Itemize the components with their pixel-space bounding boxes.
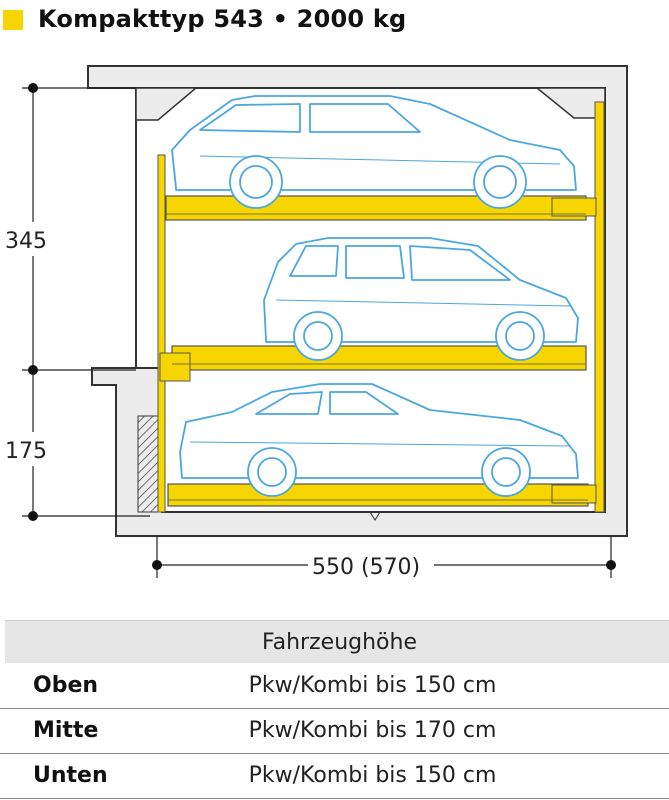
right-post [594,101,605,513]
ceiling-haunch-left [135,87,199,121]
table-row: Mitte Pkw/Kombi bis 170 cm [0,709,669,754]
car-wagon-top [171,95,577,209]
dim-label-upper: 345 [5,229,47,254]
platform-bottom [167,483,597,507]
header: Kompakttyp 543 • 2000 kg [0,0,669,40]
table-header: Fahrzeughöhe [5,620,669,663]
row-value: Pkw/Kombi bis 170 cm [248,718,497,743]
table-header-label: Fahrzeughöhe [262,630,417,655]
row-value: Pkw/Kombi bis 150 cm [248,673,497,698]
row-value: Pkw/Kombi bis 150 cm [248,763,497,788]
dim-label-width: 550 (570) [312,555,420,580]
accent-square [3,10,23,30]
car-compact-middle [263,237,579,361]
table-row: Oben Pkw/Kombi bis 150 cm [0,664,669,709]
table-row: Unten Pkw/Kombi bis 150 cm [0,754,669,799]
page-title: Kompakttyp 543 • 2000 kg [38,5,407,33]
parking-system-diagram: 345 175 550 (570) [0,65,628,582]
vehicle-height-table: Fahrzeughöhe Oben Pkw/Kombi bis 150 cm M… [0,620,669,800]
dim-label-lower: 175 [5,439,47,464]
floor-notch [369,511,381,521]
car-sedan-bottom [179,383,579,497]
platform-top [165,195,597,221]
left-post [157,154,166,513]
row-label: Mitte [33,718,99,743]
row-label: Oben [33,673,99,698]
row-label: Unten [33,763,108,788]
hatched-wall [137,415,161,513]
ceiling-haunch-right [534,87,606,119]
